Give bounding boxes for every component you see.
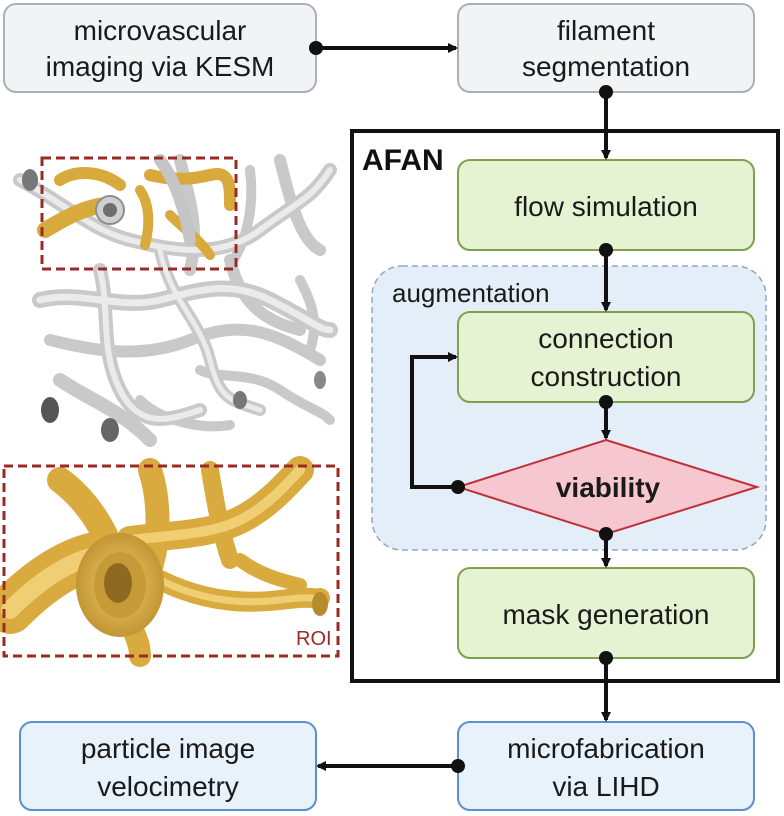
roi-label: ROI	[296, 628, 332, 650]
augmentation-label: augmentation	[392, 278, 550, 308]
mask-generation-box: mask generation	[457, 567, 755, 659]
segmentation-label-line1: filament	[557, 15, 655, 46]
connector-segmentation-to-flow	[599, 85, 613, 160]
piv-box: particle image velocimetry	[19, 721, 317, 811]
connector-mask-to-microfabrication	[599, 651, 613, 722]
afan-container	[350, 129, 780, 683]
roi-zoom-image: ROI	[0, 456, 340, 667]
connector-connection-to-viability	[599, 395, 613, 440]
segmentation-box: filament segmentation	[457, 3, 755, 93]
flow-simulation-label: flow simulation	[514, 191, 698, 222]
piv-label-line2: velocimetry	[97, 771, 239, 802]
imaging-label-line2: imaging via KESM	[46, 51, 275, 82]
flow-simulation-box: flow simulation	[457, 159, 755, 251]
viability-label: viability	[556, 472, 661, 503]
connector-microfabrication-to-piv	[316, 759, 465, 773]
viability-decision: viability	[454, 438, 761, 536]
connection-label-line1: connection	[538, 323, 673, 354]
roi-highlight-box-bottom	[2, 464, 340, 658]
microfabrication-box: microfabrication via LIHD	[457, 721, 755, 811]
connector-imaging-to-segmentation	[309, 41, 458, 55]
imaging-label-line1: microvascular	[74, 15, 247, 46]
microfabrication-label-line1: microfabrication	[507, 733, 705, 764]
imaging-box: microvascular imaging via KESM	[3, 3, 317, 93]
connection-label-line2: construction	[531, 361, 682, 392]
vessel-network-image	[13, 154, 338, 447]
roi-highlight-box-top	[40, 156, 238, 271]
mask-generation-label: mask generation	[502, 599, 709, 630]
connector-flow-to-connection	[599, 243, 613, 312]
connector-viability-to-mask	[599, 527, 613, 568]
microfabrication-label-line2: via LIHD	[552, 771, 659, 802]
afan-label: AFAN	[362, 144, 444, 177]
segmentation-label-line2: segmentation	[522, 51, 690, 82]
piv-label-line1: particle image	[81, 733, 255, 764]
connector-viability-loop-back	[410, 352, 465, 494]
connection-construction-box: connection construction	[457, 311, 755, 403]
